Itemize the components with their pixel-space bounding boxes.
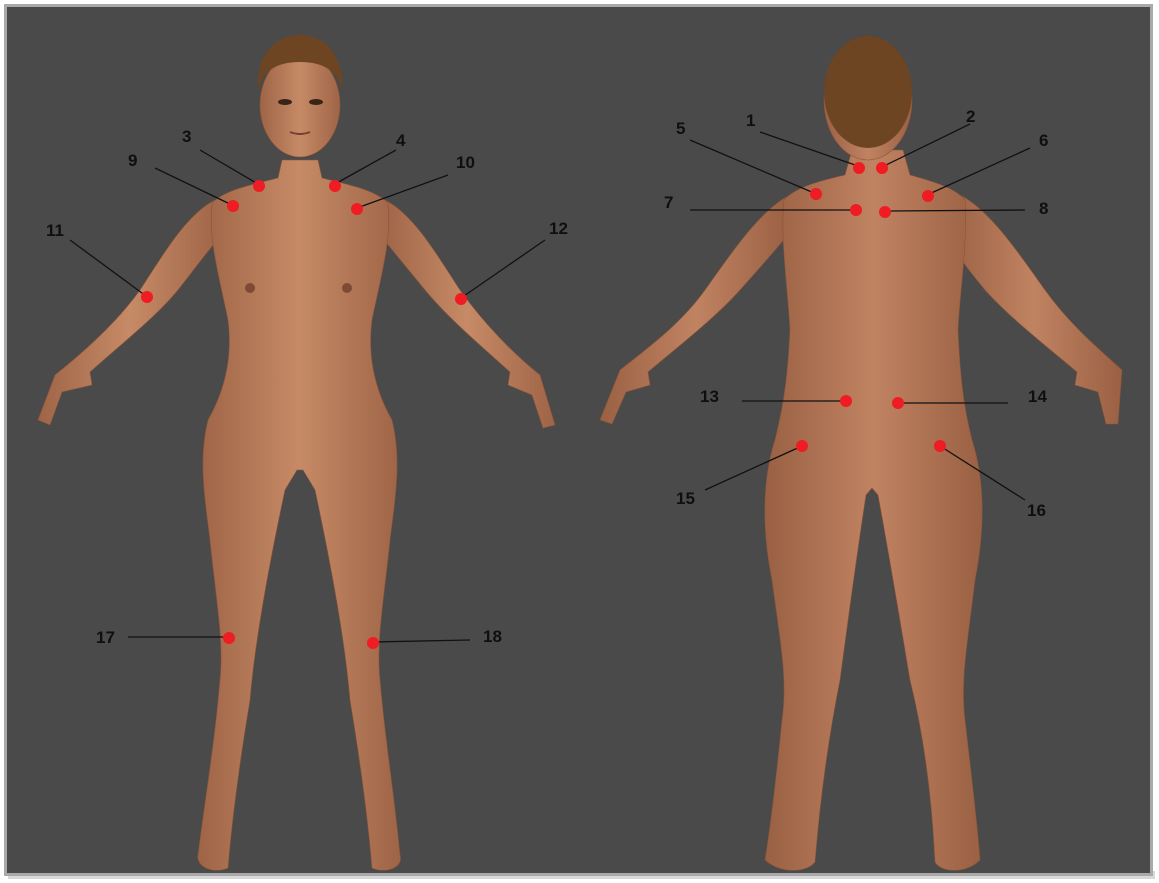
label-3: 3 (182, 127, 191, 146)
back-torso (765, 150, 982, 870)
label-4: 4 (396, 131, 406, 150)
front-left-eye (278, 99, 292, 105)
label-14: 14 (1028, 387, 1047, 406)
front-right-arm (380, 200, 555, 428)
label-10: 10 (456, 153, 475, 172)
front-torso (198, 160, 401, 870)
marker-7 (850, 204, 862, 216)
marker-6 (922, 190, 934, 202)
label-6: 6 (1039, 131, 1048, 150)
label-17: 17 (96, 628, 115, 647)
label-13: 13 (700, 387, 719, 406)
back-left-arm (600, 195, 790, 424)
label-1: 1 (746, 111, 755, 130)
label-5: 5 (676, 119, 685, 138)
label-12: 12 (549, 219, 568, 238)
front-figure (38, 35, 555, 870)
label-15: 15 (676, 489, 695, 508)
marker-14 (892, 397, 904, 409)
marker-4 (329, 180, 341, 192)
back-hair (824, 36, 912, 148)
back-figure (600, 36, 1122, 870)
marker-9 (227, 200, 239, 212)
marker-8 (879, 206, 891, 218)
marker-16 (934, 440, 946, 452)
label-2: 2 (966, 107, 975, 126)
label-16: 16 (1027, 501, 1046, 520)
marker-5 (810, 188, 822, 200)
front-left-areola (245, 283, 255, 293)
front-left-arm (38, 200, 222, 425)
marker-18 (367, 637, 379, 649)
marker-13 (840, 395, 852, 407)
marker-10 (351, 203, 363, 215)
marker-12 (455, 293, 467, 305)
label-18: 18 (483, 627, 502, 646)
label-8: 8 (1039, 199, 1048, 218)
marker-2 (876, 162, 888, 174)
label-11: 11 (46, 221, 64, 240)
marker-1 (853, 162, 865, 174)
marker-15 (796, 440, 808, 452)
marker-3 (253, 180, 265, 192)
marker-11 (141, 291, 153, 303)
label-7: 7 (664, 193, 673, 212)
front-right-areola (342, 283, 352, 293)
label-9: 9 (128, 151, 137, 170)
marker-17 (223, 632, 235, 644)
front-right-eye (309, 99, 323, 105)
